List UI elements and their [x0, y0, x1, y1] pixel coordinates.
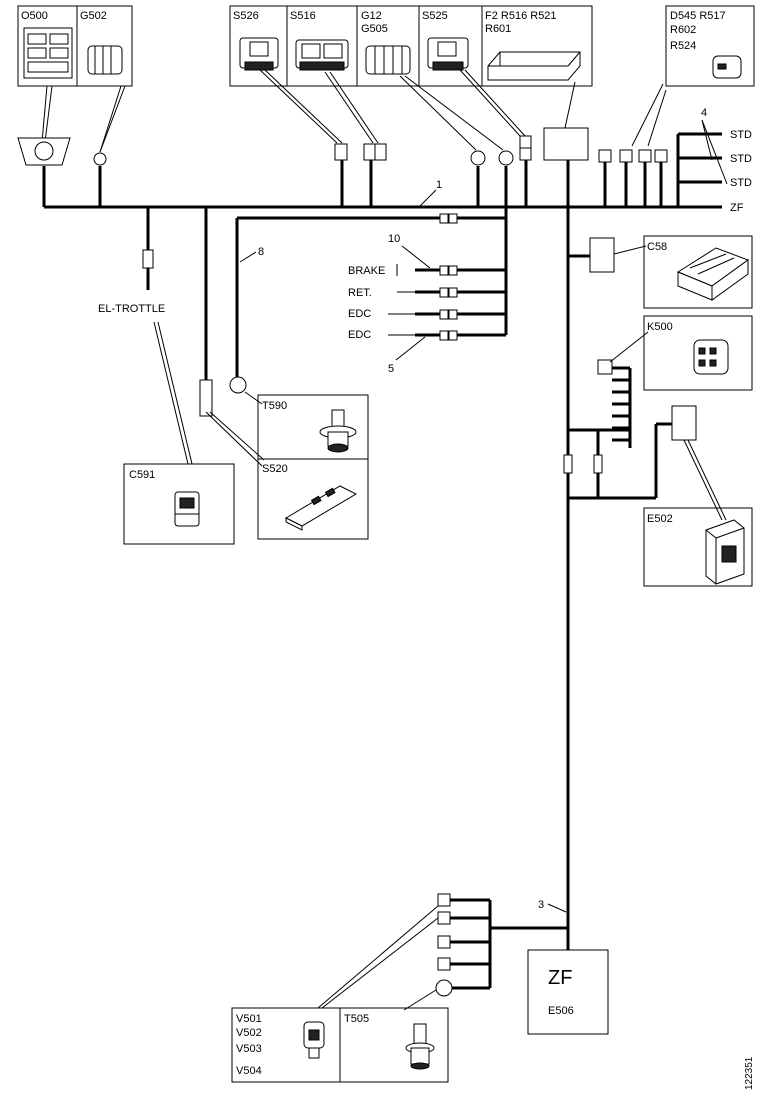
label-zf-big: ZF	[548, 967, 572, 989]
label-g12: G12	[361, 10, 382, 22]
t590-sensor-picture	[319, 409, 357, 453]
branch-label-ret: RET.	[348, 287, 372, 299]
s526-switch-picture	[239, 37, 279, 71]
branch-label-edc-2: EDC	[348, 329, 371, 341]
label-s516: S516	[290, 10, 316, 22]
branch-labels: BRAKE RET. EDC EDC EL-TROTTLE	[98, 264, 415, 341]
branch-label-edc-1: EDC	[348, 308, 371, 320]
wire-number-8: 8	[258, 246, 264, 258]
wire-number-1: 1	[436, 179, 442, 191]
connectors	[17, 127, 697, 997]
label-r602: R602	[670, 24, 696, 36]
label-v504: V504	[236, 1065, 262, 1077]
end-label-zf: ZF	[730, 202, 744, 214]
label-o500: O500	[21, 10, 48, 22]
component-box-switches: S526 S516 G12 G505 S525 F2 R516 R521 R60…	[229, 5, 593, 87]
label-s526: S526	[233, 10, 259, 22]
end-label-std-2: STD	[730, 153, 752, 165]
label-r524: R524	[670, 40, 696, 52]
label-c58: C58	[647, 241, 667, 253]
wire-number-labels: 1 8 10 5 4 3	[239, 107, 728, 913]
c591-connector-picture	[174, 491, 200, 527]
label-v501: V501	[236, 1013, 262, 1025]
relay-picture	[712, 55, 742, 79]
wire-number-10: 10	[388, 233, 400, 245]
component-box-d545: D545 R517 R602 R524	[665, 5, 755, 87]
label-r601: R601	[485, 23, 511, 35]
end-label-std-3: STD	[730, 177, 752, 189]
wire-number-3: 3	[538, 899, 544, 911]
component-box-t590-s520: T590 S520	[205, 391, 369, 540]
wire-number-4: 4	[701, 107, 707, 119]
label-s520: S520	[262, 463, 288, 475]
component-box-e502: E502	[643, 439, 753, 587]
c58-control-unit-picture	[676, 247, 750, 301]
label-v502: V502	[236, 1027, 262, 1039]
component-box-zf-e506: ZF E506	[527, 949, 609, 1035]
main-harness	[42, 132, 722, 990]
component-box-k500: K500	[609, 315, 753, 391]
control-panel-picture	[23, 27, 73, 79]
label-e502: E502	[647, 513, 673, 525]
component-box-o500-g502: O500 G502	[17, 5, 133, 87]
label-f2-r516-r521: F2 R516 R521	[485, 10, 557, 22]
t505-sensor-picture	[405, 1023, 435, 1070]
figure-id: 122351	[744, 1056, 755, 1090]
component-box-v501-t505: V501 V502 V503 V504 T505	[231, 905, 449, 1083]
g12-g505-picture	[365, 45, 411, 75]
label-el-trottle: EL-TROTTLE	[98, 303, 165, 315]
s516-switch-picture	[295, 39, 349, 71]
label-e506: E506	[548, 1005, 574, 1017]
e502-module-picture	[705, 519, 745, 585]
component-box-c58: C58	[613, 235, 753, 309]
g502-picture	[87, 45, 123, 75]
branch-label-brake: BRAKE	[348, 265, 385, 277]
v501-valve-picture	[303, 1021, 325, 1059]
right-end-labels: STD STD STD ZF	[730, 129, 752, 214]
wire-number-5: 5	[388, 363, 394, 375]
label-d545-r517: D545 R517	[670, 10, 726, 22]
end-label-std-1: STD	[730, 129, 752, 141]
fuse-block-picture	[487, 51, 581, 81]
label-t505: T505	[344, 1013, 369, 1025]
label-c591: C591	[129, 469, 155, 481]
pointer-lines-top	[41, 69, 667, 153]
label-k500: K500	[647, 321, 673, 333]
s525-switch-picture	[427, 37, 469, 71]
label-s525: S525	[422, 10, 448, 22]
label-g502: G502	[80, 10, 107, 22]
label-v503: V503	[236, 1043, 262, 1055]
label-t590: T590	[262, 400, 287, 412]
s520-switch-picture	[284, 485, 358, 531]
label-g505: G505	[361, 23, 388, 35]
k500-relay-picture	[693, 339, 729, 375]
component-box-c591: C591	[123, 321, 235, 545]
